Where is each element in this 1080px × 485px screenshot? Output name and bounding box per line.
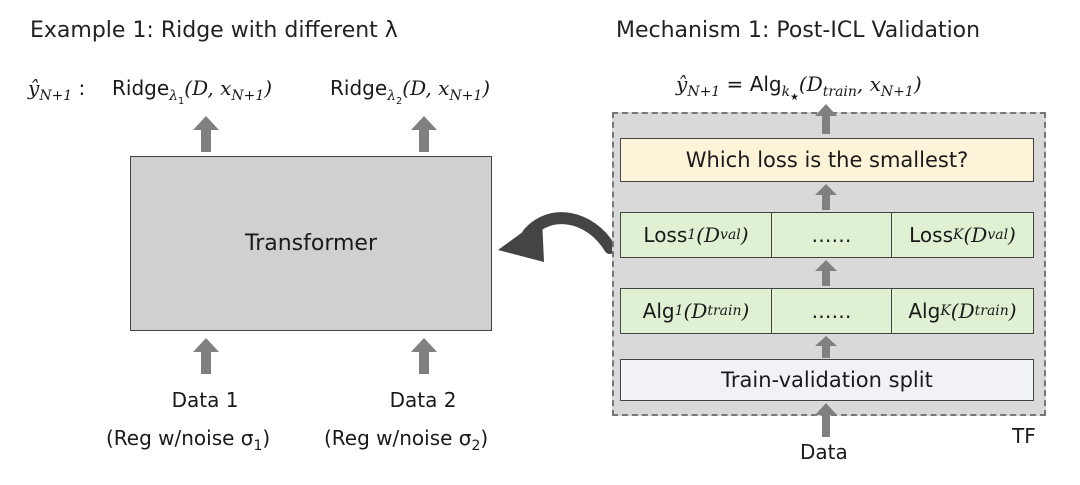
data2-note-text: (Reg w/noise σ [324,426,472,450]
data2-note-close: ) [480,426,489,450]
ridge1-args-sub: N+1 [231,88,265,104]
eq-args-x-sub: N+1 [880,84,914,100]
loss-up-arrow-icon [815,184,837,210]
alg-last-sub: K [940,303,951,319]
ridge1-lambda: λ [169,88,179,104]
data-text: Data [800,440,848,464]
loss-last-close: ) [1008,223,1016,247]
ridge1-label: Ridgeλ1(D, xN+1) [112,76,272,107]
alg-first-close: ) [741,299,750,323]
alg-middle-cell: …… [771,289,891,333]
yhat-subscript: N+1 [39,88,73,104]
left-heading: Example 1: Ridge with different λ [30,18,398,43]
ridge2-up-arrow-icon [411,116,437,152]
transformer-label: Transformer [244,231,377,256]
split-label: Train-validation split [721,368,933,392]
loss-first-sub: 1 [687,227,697,243]
eq-args-open: (D [798,72,823,96]
data2-note-sub: 2 [471,438,481,454]
eq-yhat: ŷ [676,72,688,96]
alg-ellipsis: …… [811,299,852,323]
data1-note-sub: 1 [253,438,263,454]
eq-alg-star: ★ [790,91,799,103]
ridge1-name: Ridge [112,76,170,100]
ridge1-close: ) [264,76,273,100]
loss-last-arg: (D [963,223,988,247]
alg-last-arg: (D [950,299,975,323]
alg-last-arg-sub: train [974,303,1009,319]
left-output-label: ŷN+1 : [28,76,85,104]
loss-first-name: Loss [643,223,688,247]
alg-first-name: Alg [642,299,675,323]
eq-alg: Alg [749,72,782,96]
loss-last-arg-sub: val [987,227,1009,243]
loss-first-arg: (D [696,223,721,247]
split-box: Train-validation split [620,359,1034,401]
data1-text: Data 1 [171,388,239,412]
eq-args-train: train [822,84,857,100]
right-output-equation: ŷN+1 = Algk★(Dtrain, xN+1) [676,72,922,103]
data1-note-close: ) [262,426,271,450]
transformer-box: Transformer [130,156,492,331]
eq-yhat-sub: N+1 [687,84,721,100]
data1-note: (Reg w/noise σ1) [106,426,270,454]
data-label: Data [800,440,848,464]
ridge2-name: Ridge [330,76,388,100]
ridge2-label: Ridgeλ2(D, xN+1) [330,76,490,107]
eq-alg-k: k [781,84,791,100]
loss-last-name: Loss [909,223,953,247]
loss-ellipsis: …… [811,223,852,247]
data2-label: Data 2 [358,388,488,412]
eq-args-x: , x [856,72,881,96]
curved-arrow-icon [498,212,616,262]
which-loss-box: Which loss is the smallest? [620,138,1034,182]
yhat-symbol: ŷ [28,76,40,100]
right-heading: Mechanism 1: Post-ICL Validation [616,18,980,43]
ridge2-args: (D, x [402,76,450,100]
data-up-arrow-icon [815,403,837,437]
split-up-arrow-icon [815,336,837,358]
data2-up-arrow-icon [411,338,437,374]
colon: : [72,76,86,100]
alg-up-arrow-icon [815,260,837,286]
ridge2-lambda-index: 2 [396,95,403,107]
ridge2-close: ) [482,76,491,100]
ridge2-lambda: λ [387,88,397,104]
which-loss-label: Which loss is the smallest? [685,148,969,172]
right-heading-text: Mechanism 1: Post-ICL Validation [616,18,981,43]
alg-first-arg: (D [683,299,708,323]
data2-text: Data 2 [389,388,457,412]
loss-first-arg-sub: val [720,227,741,243]
eq-equals: = [720,72,750,96]
eq-close: ) [913,72,922,96]
ridge1-args: (D, x [184,76,232,100]
ridge2-args-sub: N+1 [449,88,483,104]
ridge1-lambda-index: 1 [178,95,185,107]
loss-middle-cell: …… [771,213,891,257]
alg-last-name: Alg [908,299,941,323]
data1-label: Data 1 [140,388,270,412]
ridge1-up-arrow-icon [193,116,219,152]
left-heading-text: Example 1: Ridge with different λ [30,18,398,43]
tf-label: TF [1012,424,1036,448]
loss-first-close: ) [740,223,749,247]
tf-text: TF [1012,424,1036,448]
alg-first-sub: 1 [674,303,684,319]
alg-first-arg-sub: train [707,303,742,319]
top-up-arrow-icon [815,104,837,134]
data1-note-text: (Reg w/noise σ [106,426,254,450]
alg-last-close: ) [1008,299,1017,323]
loss-last-sub: K [953,227,964,243]
data2-note: (Reg w/noise σ2) [324,426,488,454]
data1-up-arrow-icon [193,338,219,374]
